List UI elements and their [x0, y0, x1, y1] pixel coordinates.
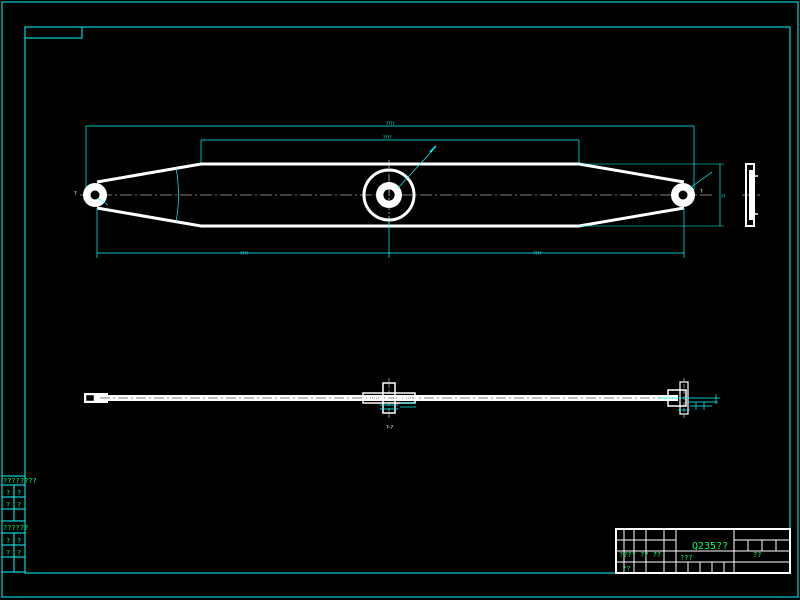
revision-column: ???????? ?????? ? ? ? ? ? ? ? ? [1, 475, 37, 573]
revision-cell: ? [6, 501, 10, 509]
link-body-outline [96, 162, 685, 228]
revision-cell: ? [17, 501, 21, 509]
revision-top-label: ???????? [3, 477, 37, 485]
side-left-end [84, 393, 108, 403]
revision-mid-label: ?????? [3, 524, 28, 532]
left-taper-arc [175, 167, 179, 223]
left-eye-leader [97, 197, 109, 206]
sheet-inner-border [24, 26, 791, 574]
revision-cell: ? [17, 549, 21, 557]
revision-cell: ? [6, 549, 10, 557]
hub-leader-line [397, 149, 434, 189]
revision-cell: ? [17, 489, 21, 497]
dimension-overall-length-text: ???? [386, 121, 395, 126]
right-eye-hole [677, 189, 689, 201]
end-view [742, 163, 760, 227]
title-block-glyphs: ?? [622, 565, 630, 573]
left-end-label: ? [74, 191, 77, 197]
title-block: Q235?? ?? ???? ?? ?? ??? ?? [615, 528, 791, 574]
dimension-left-half-text: ???? [240, 251, 249, 256]
dimension-height-text: ?? [721, 194, 725, 199]
title-block-glyphs: ???? ?? ?? [619, 551, 661, 559]
side-view: ?-? [84, 378, 720, 431]
drawing-number-box [24, 26, 83, 39]
front-view: ???? ???? ???? ???? [74, 121, 725, 258]
material-label: Q235?? [692, 541, 728, 552]
dimension-flat-length-text: ???? [383, 135, 392, 140]
revision-cell: ? [6, 489, 10, 497]
left-eye-hole [89, 189, 101, 201]
right-end-label: ? [700, 189, 703, 195]
dimension-right-half-text: ???? [533, 251, 542, 256]
revision-cell: ? [6, 537, 10, 545]
section-label: ?-? [386, 425, 393, 431]
right-eye-leader [689, 171, 713, 189]
revision-cell: ? [17, 537, 21, 545]
scale-label: ?? [753, 551, 761, 559]
title-block-glyphs: ??? [680, 554, 693, 562]
